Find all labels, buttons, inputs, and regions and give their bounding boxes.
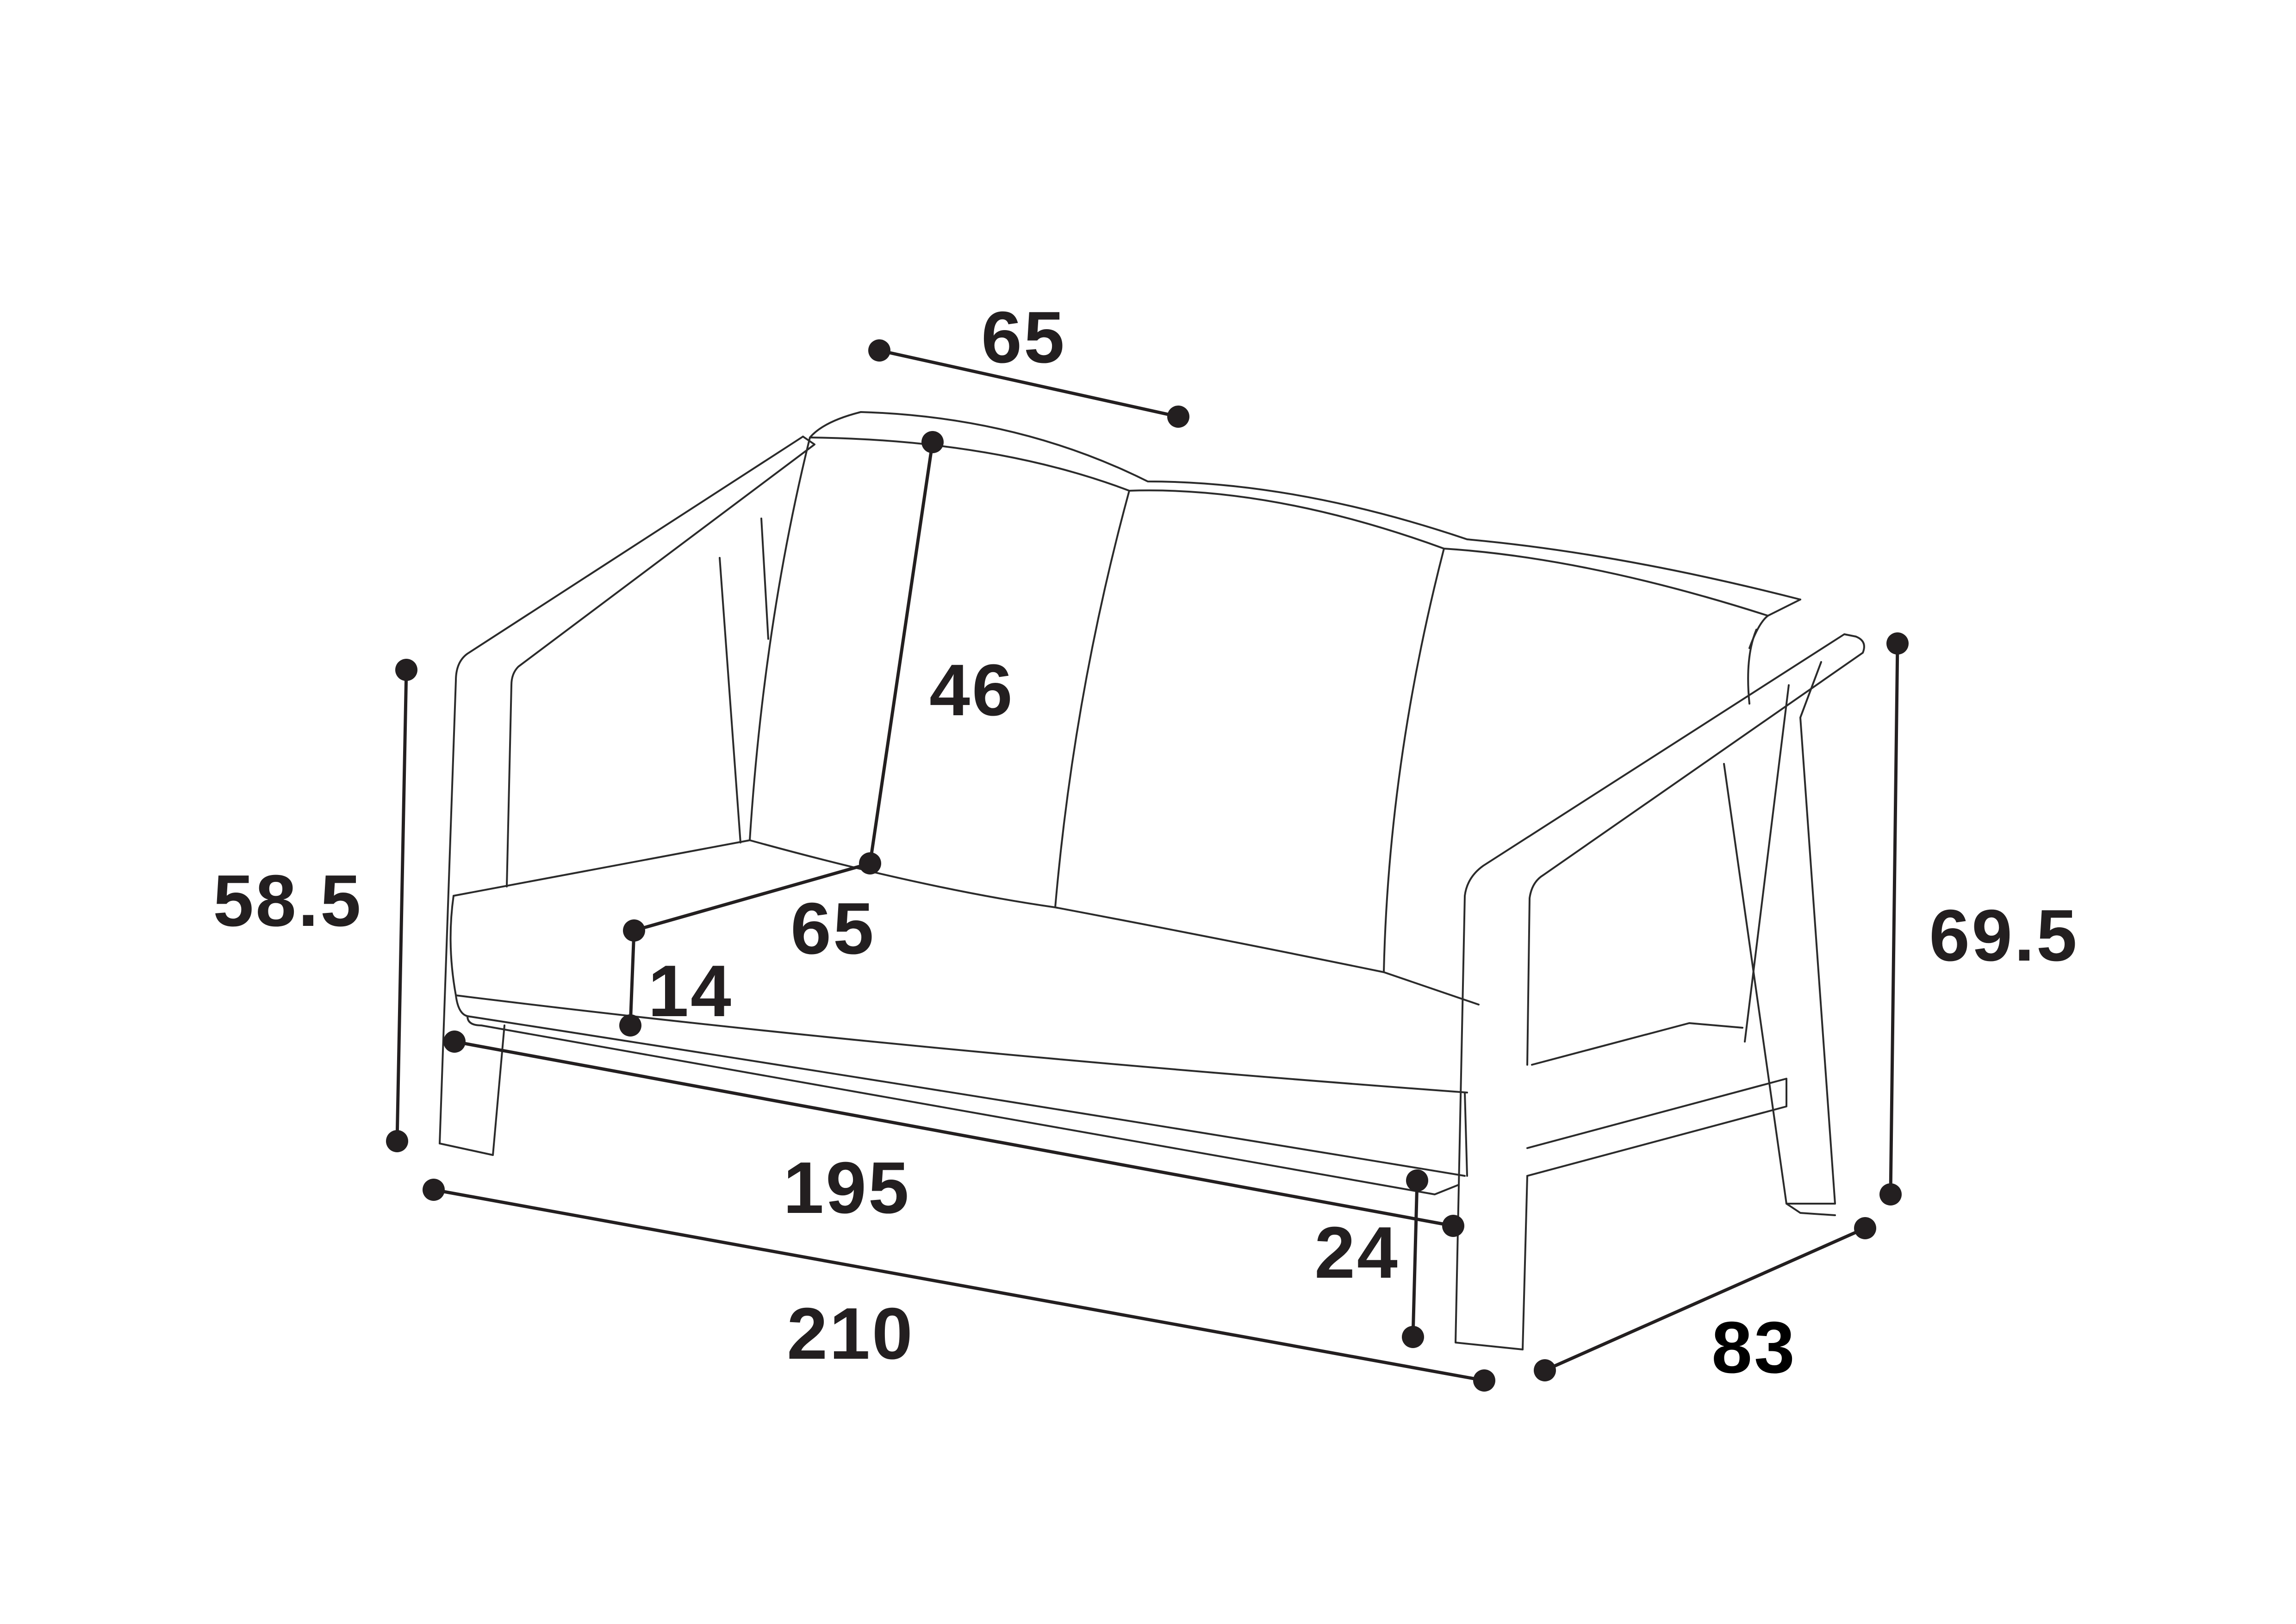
backrest xyxy=(749,411,1801,973)
dimension-total-height: 69.5 xyxy=(1879,632,2079,1206)
label-seat-clearance: 24 xyxy=(1314,1212,1400,1293)
label-backrest-height: 46 xyxy=(929,650,1014,731)
sofa-illustration xyxy=(439,411,1865,1350)
dimension-backrest-top-width: 65 xyxy=(868,297,1189,428)
dimension-endpoint xyxy=(1534,1359,1556,1381)
dimension-endpoint xyxy=(1886,632,1909,655)
dimension-endpoint xyxy=(1167,406,1189,428)
dimension-arm-height: 58.5 xyxy=(213,659,417,1152)
dimension-endpoint xyxy=(1854,1217,1876,1239)
dimension-cushion-thickness: 14 xyxy=(619,930,733,1037)
dimension-endpoint xyxy=(921,431,944,453)
label-inner-width: 195 xyxy=(783,1147,911,1229)
dimension-endpoint xyxy=(619,1014,641,1037)
dimension-endpoint xyxy=(868,339,890,362)
dimension-endpoint xyxy=(423,1179,445,1201)
front-rail xyxy=(455,994,1787,1195)
dimension-endpoint xyxy=(395,659,417,681)
left-arm-frame xyxy=(439,436,815,1156)
label-total-depth: 83 xyxy=(1711,1307,1797,1388)
dimension-endpoint xyxy=(1406,1169,1428,1192)
dimension-seat-depth: 65 xyxy=(623,862,876,969)
label-total-width: 210 xyxy=(787,1293,915,1374)
dimension-endpoint xyxy=(1473,1369,1495,1392)
label-seat-depth: 65 xyxy=(790,888,876,969)
right-arm-frame xyxy=(1455,629,1865,1350)
dimension-endpoint xyxy=(1442,1215,1464,1237)
dimension-endpoint xyxy=(1879,1183,1902,1206)
seat-cushion xyxy=(449,839,1743,1093)
dimension-endpoint xyxy=(386,1130,408,1152)
dimension-seat-clearance: 24 xyxy=(1314,1169,1428,1348)
dimension-inner-width: 195 xyxy=(443,1031,1464,1237)
label-total-height: 69.5 xyxy=(1929,895,2079,976)
label-cushion-thickness: 14 xyxy=(648,950,733,1032)
dimension-total-depth: 83 xyxy=(1534,1217,1876,1388)
dimension-annotations: 65 46 65 14 58.5 xyxy=(213,297,2079,1392)
dimension-endpoint xyxy=(1402,1326,1424,1348)
dimension-total-width: 210 xyxy=(423,1179,1495,1392)
label-arm-height: 58.5 xyxy=(213,860,363,942)
label-backrest-top-width: 65 xyxy=(981,297,1066,378)
dimension-endpoint xyxy=(443,1031,466,1053)
dimension-backrest-height: 46 xyxy=(859,431,1014,874)
